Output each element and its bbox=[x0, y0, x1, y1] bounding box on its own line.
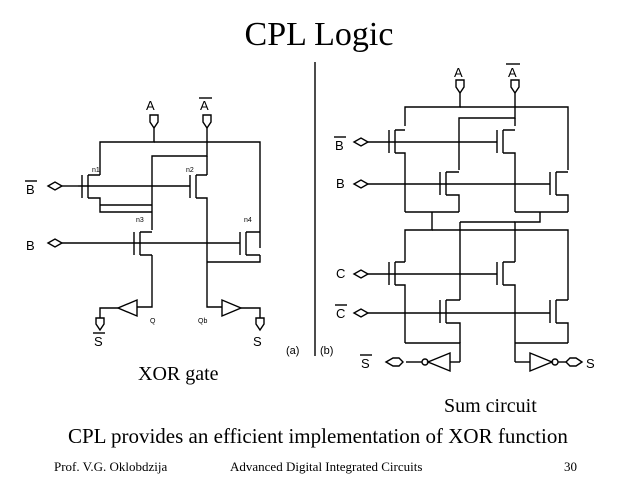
pin-sum-c-bar bbox=[352, 308, 370, 318]
pin-sum-b-bar bbox=[352, 137, 370, 147]
footer-course: Advanced Digital Integrated Circuits bbox=[230, 459, 423, 474]
label-sum-b: B bbox=[336, 176, 345, 191]
label-sum-s: S bbox=[586, 356, 595, 371]
slide-title: CPL Logic bbox=[244, 16, 394, 53]
pin-b-bar bbox=[46, 181, 64, 191]
label-qb: Qb bbox=[198, 318, 207, 325]
pin-a-bar bbox=[202, 114, 212, 130]
label-n1: n1 bbox=[92, 167, 100, 174]
pin-sum-c bbox=[352, 269, 370, 279]
label-sum-b-bar: B bbox=[335, 138, 344, 153]
label-n3: n3 bbox=[136, 217, 144, 224]
sum-inverter-right bbox=[529, 351, 554, 373]
panel-tag-a: (a) bbox=[286, 345, 299, 357]
xor-gate-caption: XOR gate bbox=[138, 363, 219, 385]
sum-circuit-schematic: A A B B C bbox=[320, 63, 595, 373]
footer-author: Prof. V.G. Oklobdzija bbox=[54, 459, 168, 474]
label-s: S bbox=[253, 334, 262, 349]
pin-sum-b bbox=[352, 179, 370, 189]
label-a-bar: A bbox=[200, 98, 209, 113]
label-n4: n4 bbox=[244, 217, 252, 224]
label-b: B bbox=[26, 238, 35, 253]
pin-a bbox=[149, 114, 159, 130]
pin-s bbox=[255, 317, 265, 332]
footer-page-number: 30 bbox=[564, 459, 577, 474]
label-sum-a: A bbox=[454, 65, 463, 80]
pin-sum-a-bar bbox=[510, 79, 520, 95]
pin-sum-s-bar bbox=[384, 357, 404, 367]
label-n2: n2 bbox=[186, 167, 194, 174]
label-a: A bbox=[146, 98, 155, 113]
pin-sum-a bbox=[455, 79, 465, 95]
slide-description: CPL provides an efficient implementation… bbox=[68, 424, 568, 448]
pin-b bbox=[46, 238, 64, 248]
label-sum-c: C bbox=[336, 266, 345, 281]
label-sum-c-bar: C bbox=[336, 306, 345, 321]
label-s-bar: S bbox=[94, 334, 103, 349]
label-sum-s-bar: S bbox=[361, 356, 370, 371]
sum-circuit-caption: Sum circuit bbox=[444, 395, 537, 417]
label-b-bar: B bbox=[26, 182, 35, 197]
label-q: Q bbox=[150, 318, 156, 325]
sum-inverter-left bbox=[426, 351, 451, 373]
pin-sum-s bbox=[565, 357, 584, 367]
label-sum-a-bar: A bbox=[508, 65, 517, 80]
pin-s-bar bbox=[95, 317, 105, 332]
panel-tag-b: (b) bbox=[320, 345, 333, 357]
inverter-q bbox=[116, 298, 138, 318]
inverter-qb bbox=[221, 298, 243, 318]
xor-gate-schematic: A A B n1 n2 B n3 n4 bbox=[25, 97, 299, 357]
